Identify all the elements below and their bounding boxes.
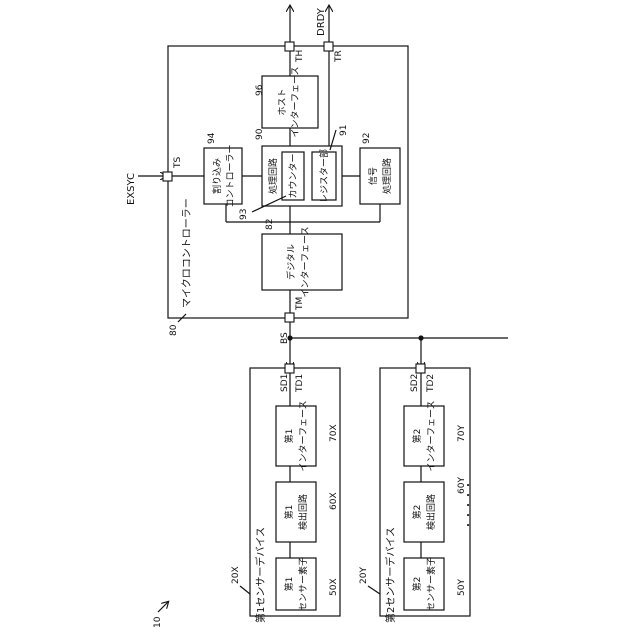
sensor2-detection-box (404, 482, 444, 542)
sensor2-interface-line2: インターフェース (426, 400, 437, 471)
host-interface-line2: インターフェース (290, 66, 301, 137)
sensor1-ref: 20X (231, 566, 241, 584)
digital-interface-line1: デジタル (285, 244, 297, 280)
sd2-label: SD2 (410, 374, 420, 392)
sensor1-element-line1: 第1 (283, 577, 295, 592)
interrupt-controller-line2: コントローラー (225, 144, 236, 207)
sensor1-element-line2: センサー素子 (297, 557, 309, 611)
system-ref: 10 (153, 616, 163, 628)
system-ref-arrow (158, 602, 168, 612)
processing-circuit-label: 処理回路 (267, 158, 279, 194)
drdy-label: DRDY (316, 7, 327, 36)
sensor1-element-ref: 50X (329, 578, 339, 596)
sensor2-ref-leader (368, 586, 380, 594)
sensor1-detection-line1: 第1 (283, 505, 295, 520)
sensor1-interface-box (276, 406, 316, 466)
interrupt-controller-box (204, 148, 242, 204)
sensor1-interface-line1: 第1 (283, 429, 295, 444)
td1-label: TD1 (295, 374, 305, 393)
tm-label: TM (295, 297, 305, 311)
tr-terminal (324, 42, 333, 51)
sensor2-interface-ref: 70Y (457, 425, 467, 442)
sensor2-element-line2: センサー素子 (425, 557, 437, 611)
th-terminal (285, 42, 294, 51)
sd1-label: SD1 (280, 374, 290, 392)
sensor2-name: 第2センサーデバイス (384, 527, 397, 623)
ts-label: TS (173, 157, 183, 169)
sensor1-interface-ref: 70X (329, 424, 339, 442)
microcontroller-ref: 80 (169, 324, 179, 336)
sensor2-ref: 20Y (359, 567, 369, 584)
signal-processing-line2: 処理回路 (381, 158, 393, 194)
microcontroller-name: マイクロコントローラー (181, 198, 193, 308)
exsyc-label: EXSYC (126, 173, 137, 205)
tr-label: TR (334, 50, 344, 63)
counter-ref: 93 (239, 209, 249, 220)
sensor1-ref-leader (240, 586, 250, 594)
interrupt-controller-ref: 94 (207, 132, 217, 144)
td2-label: TD2 (426, 374, 436, 393)
sensor2-element-ref: 50Y (457, 579, 467, 596)
interrupt-controller-line1: 割り込み (211, 158, 223, 194)
tm-terminal (285, 313, 294, 322)
sensor1-interface-line2: インターフェース (298, 400, 309, 471)
host-interface-ref: 96 (255, 84, 265, 96)
signal-processing-ref: 92 (362, 133, 372, 144)
th-label: TH (295, 50, 305, 63)
sensor1-name: 第1センサーデバイス (254, 527, 267, 623)
register-label: レジスター部 (318, 149, 330, 203)
sensor2-element-box (404, 558, 444, 610)
sd1-terminal (285, 364, 294, 373)
host-interface-box (262, 76, 318, 128)
digital-interface-ref: 82 (265, 219, 275, 230)
sensor2-element-line1: 第2 (411, 577, 423, 592)
more-sensors-ellipsis: ・・・・・ (464, 480, 475, 530)
sensor2-detection-line2: 検出回路 (425, 494, 437, 530)
sensor1-detection-line2: 検出回路 (297, 494, 309, 530)
host-interface-line1: ホスト (277, 88, 288, 115)
register-ref: 91 (339, 125, 349, 136)
counter-label: カウンター (288, 153, 299, 198)
bus-label: BS (280, 332, 290, 344)
signal-processing-box (360, 148, 400, 204)
sensor1-element-box (276, 558, 316, 610)
signal-processing-line1: 信号 (367, 167, 379, 185)
sensor2-detection-line1: 第2 (411, 505, 423, 520)
sensor2-interface-box (404, 406, 444, 466)
sensor1-detection-ref: 60X (329, 492, 339, 510)
sensor2-interface-line1: 第2 (411, 429, 423, 444)
ts-terminal (163, 172, 172, 181)
sensor1-detection-box (276, 482, 316, 542)
digital-interface-line2: インターフェース (300, 226, 311, 297)
processing-circuit-ref: 90 (255, 128, 265, 140)
sd2-terminal (416, 364, 425, 373)
